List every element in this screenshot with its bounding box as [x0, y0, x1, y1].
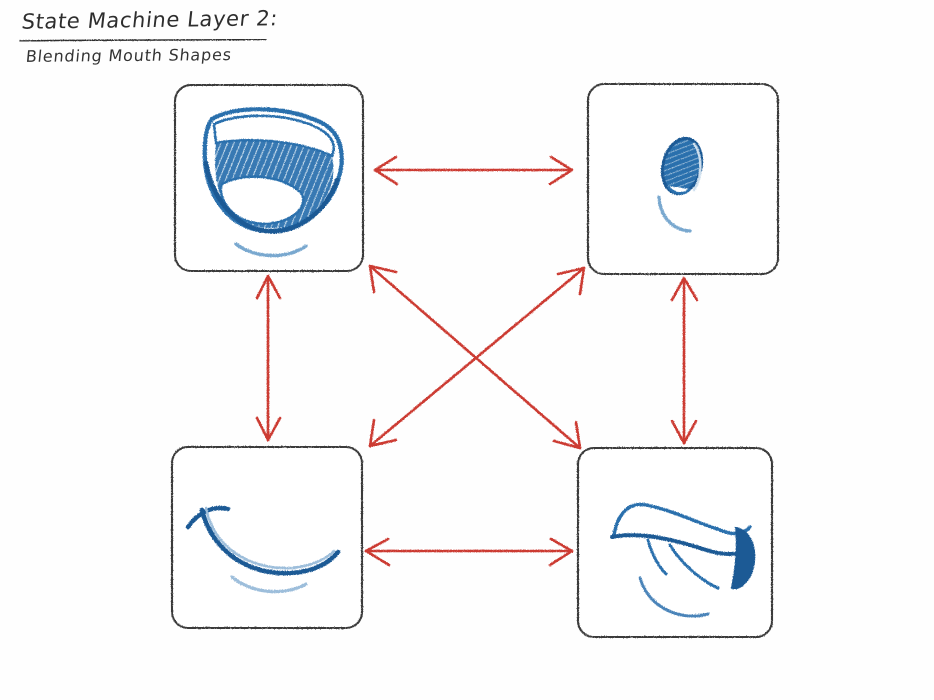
title-underline [19, 38, 267, 42]
box-outline-closed-smile [170, 445, 364, 630]
transition-arrow-top[interactable] [373, 155, 574, 186]
transition-arrow-bottom[interactable] [364, 537, 574, 567]
transition-arrows [255, 155, 699, 567]
transition-arrow-diagonal-b[interactable] [368, 266, 586, 448]
transition-arrow-right[interactable] [670, 276, 699, 445]
mouth-drawing-open-wide [202, 107, 344, 258]
mouth-drawing-oo-pucker [657, 136, 704, 233]
state-box-closed-smile[interactable] [170, 445, 364, 630]
mouth-drawing-closed-smile [185, 505, 341, 594]
state-box-open-wide[interactable] [173, 83, 365, 273]
mouth-drawing-smirk-sneer [610, 502, 756, 618]
state-box-smirk-sneer[interactable] [576, 446, 774, 639]
transition-arrow-left[interactable] [255, 274, 282, 442]
state-box-oo-pucker[interactable] [586, 82, 780, 276]
